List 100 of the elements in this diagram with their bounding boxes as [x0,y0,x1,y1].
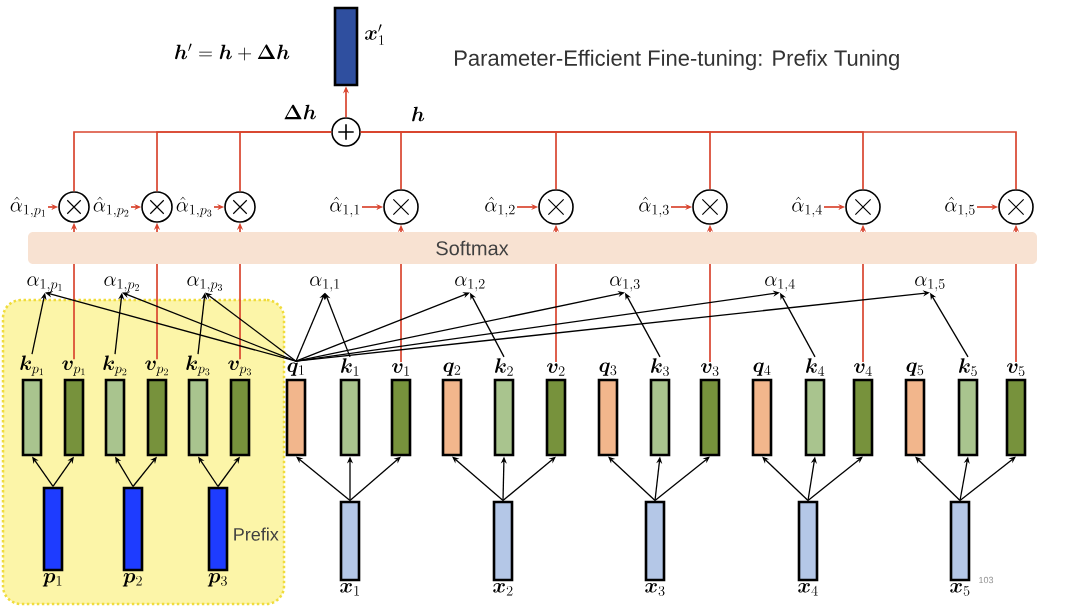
arrow [296,456,351,502]
vector-box: $\boldsymbol{q}_{1}$ [285,362,307,457]
arrow [205,292,297,362]
score-label: $\alpha_{1,p_2}$ [104,276,139,292]
node-label: $\boldsymbol{q}_{3}$ [599,362,617,376]
weight-label: $\hat{\alpha}_{1,1}$ [330,196,360,218]
multiply-circle [998,189,1034,225]
arrow [349,456,401,502]
signal-label: $\boldsymbol{\Delta h}$ [284,104,316,120]
node-label: $\boldsymbol{p}_{2}$ [122,573,142,587]
arrow [915,456,961,502]
node-label: $\boldsymbol{p}_{1}$ [42,573,62,587]
weight-label: $\hat{\alpha}_{1,2}$ [485,196,515,218]
node-label: $\boldsymbol{x}_{5}$ [950,583,970,596]
vector-box: $\boldsymbol{v}_{p_3}$ [228,360,251,457]
arrow [295,292,470,362]
score-label: $\alpha_{1,p_1}$ [27,276,62,292]
vector-box: $\boldsymbol{k}_{1}$ [339,358,361,457]
vector-box: $\boldsymbol{x}_{3}$ [644,500,666,596]
vector-box: $\boldsymbol{q}_{4}$ [751,362,773,457]
weight-label: $\hat{\alpha}_{1,5}$ [945,196,975,218]
multiply-circle [538,189,574,225]
vector-box: $\boldsymbol{v}_{4}$ [852,363,874,457]
score-label: $\alpha_{1,p_3}$ [187,276,223,292]
connector-line [359,131,1017,191]
score-label: $\alpha_{1,4}$ [765,276,795,292]
softmax-band: Softmax [28,232,1037,264]
vector-box: $\boldsymbol{k}_{p_3}$ [186,355,210,457]
arrow [295,290,930,362]
multiply-circle [692,189,728,225]
arrow [502,456,556,502]
weight-label: $\hat{\alpha}_{1,p_2}$ [93,196,129,218]
vector-box: $\boldsymbol{v}_{2}$ [545,363,567,457]
vector-box: $\boldsymbol{q}_{5}$ [904,362,926,457]
node-label: $\boldsymbol{x}_{3}$ [645,583,665,596]
vector-box: $\boldsymbol{v}_{p_1}$ [62,360,85,457]
vector-box: $\boldsymbol{v}_{3}$ [699,363,721,457]
weight-label: $\hat{\alpha}_{1,4}$ [792,196,822,218]
connector-line [239,131,333,193]
vector-box: $\boldsymbol{x}_{5}$ [949,500,971,596]
sum-circle [331,117,361,147]
vector-box: $\boldsymbol{v}_{1}$ [390,363,412,457]
node-label: $\boldsymbol{k}_{1}$ [341,358,359,376]
vector-box: $\boldsymbol{k}_{4}$ [804,358,826,457]
node-label: $\boldsymbol{k}_{2}$ [495,358,513,376]
node-label: $\boldsymbol{q}_{1}$ [287,362,304,376]
formula: $\boldsymbol{h}' = \boldsymbol{h} + \boldsymbol{\Delta h}$ [175,43,290,61]
node-label: $\boldsymbol{v}_{4}$ [854,363,872,376]
node-label: $\boldsymbol{k}_{p_1}$ [20,355,43,376]
arrow [959,456,1016,502]
node-label: $\boldsymbol{q}_{5}$ [906,362,924,376]
vector-box: $\boldsymbol{p}_{1}$ [42,486,64,587]
node-label: $\boldsymbol{q}_{2}$ [443,362,461,376]
score-label: $\alpha_{1,5}$ [915,276,945,292]
page-number: 103 [979,576,994,584]
node-label: $\boldsymbol{k}_{p_3}$ [186,355,210,376]
multiply-circle [141,191,173,223]
node-label: $\boldsymbol{x}'_{1}$ [364,24,384,45]
multiply-circle [383,189,419,225]
signal-label: $\boldsymbol{h}$ [412,106,425,122]
node-label: $\boldsymbol{k}_{4}$ [806,358,825,376]
arrow [452,456,504,502]
node-label: $\boldsymbol{v}_{3}$ [701,363,719,377]
node-label: $\boldsymbol{k}_{p_2}$ [103,355,127,376]
vector-box: $\boldsymbol{x}'_{1}$ [333,6,384,87]
vector-box: $\boldsymbol{x}_{4}$ [797,500,819,596]
node-label: $\boldsymbol{v}_{5}$ [1007,363,1025,377]
vector-box: $\boldsymbol{p}_{2}$ [122,486,144,587]
node-label: $\boldsymbol{p}_{3}$ [207,573,227,587]
node-label: $\boldsymbol{v}_{p_1}$ [62,360,85,376]
arrow [608,456,656,502]
weight-label: $\hat{\alpha}_{1,3}$ [639,196,669,218]
weight-label: $\hat{\alpha}_{1,p_3}$ [176,196,212,218]
vector-box: $\boldsymbol{k}_{3}$ [649,358,671,457]
slide-title: Parameter-Efficient Fine-tuning: Prefix Tuning [455,49,899,71]
node-label: $\boldsymbol{v}_{1}$ [392,363,409,376]
vector-box: $\boldsymbol{p}_{3}$ [207,486,229,587]
node-label: $\boldsymbol{v}_{2}$ [547,363,565,376]
vector-box: $\boldsymbol{k}_{p_2}$ [103,355,127,457]
vector-box: $\boldsymbol{k}_{5}$ [957,358,979,457]
vector-box: $\boldsymbol{x}_{1}$ [339,500,361,596]
score-label: $\alpha_{1,1}$ [310,276,340,292]
node-label: $\boldsymbol{k}_{3}$ [651,358,669,377]
arrow [654,456,710,502]
score-label: $\alpha_{1,3}$ [610,276,640,292]
node-label: $\boldsymbol{q}_{4}$ [753,362,771,376]
multiply-circle [845,189,881,225]
vector-box: $\boldsymbol{k}_{p_1}$ [20,355,43,457]
arrow [122,292,297,362]
vector-box: $\boldsymbol{q}_{2}$ [441,362,463,457]
vector-box: $\boldsymbol{q}_{3}$ [597,362,619,457]
weight-label: $\hat{\alpha}_{1,p_1}$ [10,196,45,218]
node-label: $\boldsymbol{x}_{1}$ [340,583,359,596]
node-label: $\boldsymbol{k}_{5}$ [959,358,977,377]
node-label: $\boldsymbol{x}_{2}$ [493,583,513,596]
multiply-circle [224,191,256,223]
node-label: $\boldsymbol{v}_{p_2}$ [145,360,168,376]
node-label: $\boldsymbol{v}_{p_3}$ [228,360,251,376]
vector-box: $\boldsymbol{k}_{2}$ [493,358,515,457]
multiply-circle [58,191,90,223]
